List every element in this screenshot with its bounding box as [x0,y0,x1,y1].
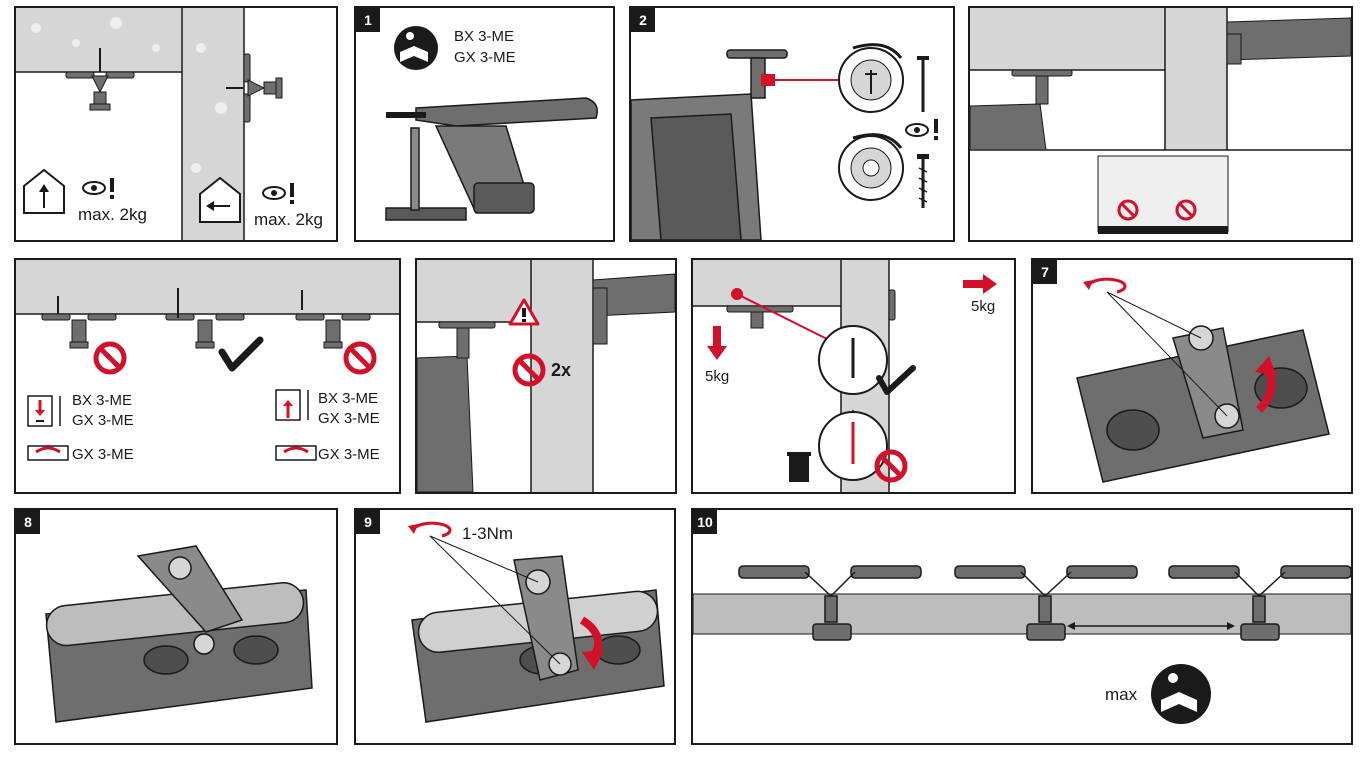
max-load-wall: max. 2kg [254,210,323,229]
tool-gx-right: GX 3-ME [318,410,380,427]
tool-bx-right: BX 3-ME [318,390,379,407]
read-manual-icon [394,26,438,70]
warning-triangle-icon [508,298,540,326]
double-arrow-icon [1067,622,1235,630]
panel-step-8: 8 [14,508,338,745]
tool-model-2: GX 3-ME [454,49,516,66]
rotate-icon [412,521,452,538]
eye-icon [82,181,286,200]
waste-bin-icon [787,452,811,482]
eye-icon [905,123,929,137]
pull-down-load: 5kg [705,368,730,385]
tool-gx-right-power: GX 3-ME [318,446,380,463]
max-load-ceiling: max. 2kg [78,205,147,224]
screw-icon [917,154,929,208]
intro-illustration [16,8,294,240]
step3-illustration [970,8,1351,234]
arrow-right-icon [963,274,997,294]
power-up-icon [275,389,317,461]
step9-illustration [408,521,665,723]
step2-illustration [631,43,938,240]
prohibited-icon [874,449,908,483]
panel-step-3: 3 [968,6,1353,242]
panel-step-5: 5 2x [415,258,677,494]
step4-illustration [16,260,399,461]
checkmark-icon [876,365,916,395]
max-spacing-label: max [1105,685,1138,704]
power-down-icon [27,395,69,461]
panel-step-9: 9 1-3Nm [354,508,676,745]
step5-illustration [417,260,675,492]
panel-intro: max. 2kg max. 2kg [14,6,338,242]
tool-gx-left-power: GX 3-ME [72,446,134,463]
step7-illustration [1076,277,1330,483]
exclamation-icon [934,119,938,140]
prohibited-icon [1117,199,1197,221]
panel-step-1: 1 BX 3-ME GX 3-ME [354,6,615,242]
step1-illustration [385,26,598,221]
house-up-arrow-icon [23,168,65,214]
rotate-icon [1087,277,1127,294]
prohibited-icon [512,353,546,387]
panel-step-10: 10 max [691,508,1353,745]
step-number: 9 [356,510,380,534]
house-left-arrow-icon [199,176,241,223]
arrow-down-icon [707,326,727,360]
read-manual-icon [1151,664,1211,724]
tool-bx-left: BX 3-ME [72,392,133,409]
step-number: 1 [356,8,380,32]
step-number: 8 [16,510,40,534]
step-number: 10 [693,510,717,534]
step-number: 7 [1033,260,1057,284]
checkmark-icon [218,336,264,372]
step8-illustration [45,545,313,723]
step6-illustration [693,260,997,492]
pull-side-load: 5kg [971,298,996,315]
nail-icon [917,56,929,112]
repeat-count: 2x [551,360,572,380]
panel-step-2: 2 [629,6,955,242]
tool-model-1: BX 3-ME [454,28,515,45]
panel-step-7: 7 [1031,258,1353,494]
nail-gun-icon [385,97,598,221]
step-number: 2 [631,8,655,32]
step10-illustration [693,565,1351,724]
tool-gx-left: GX 3-ME [72,412,134,429]
exclamation-icon [110,178,294,204]
panel-step-4: 4 [14,258,401,494]
prohibited-icon [93,341,377,375]
torque-value: 1-3Nm [462,524,514,543]
panel-step-6: 6 5kg 5kg [691,258,1016,494]
